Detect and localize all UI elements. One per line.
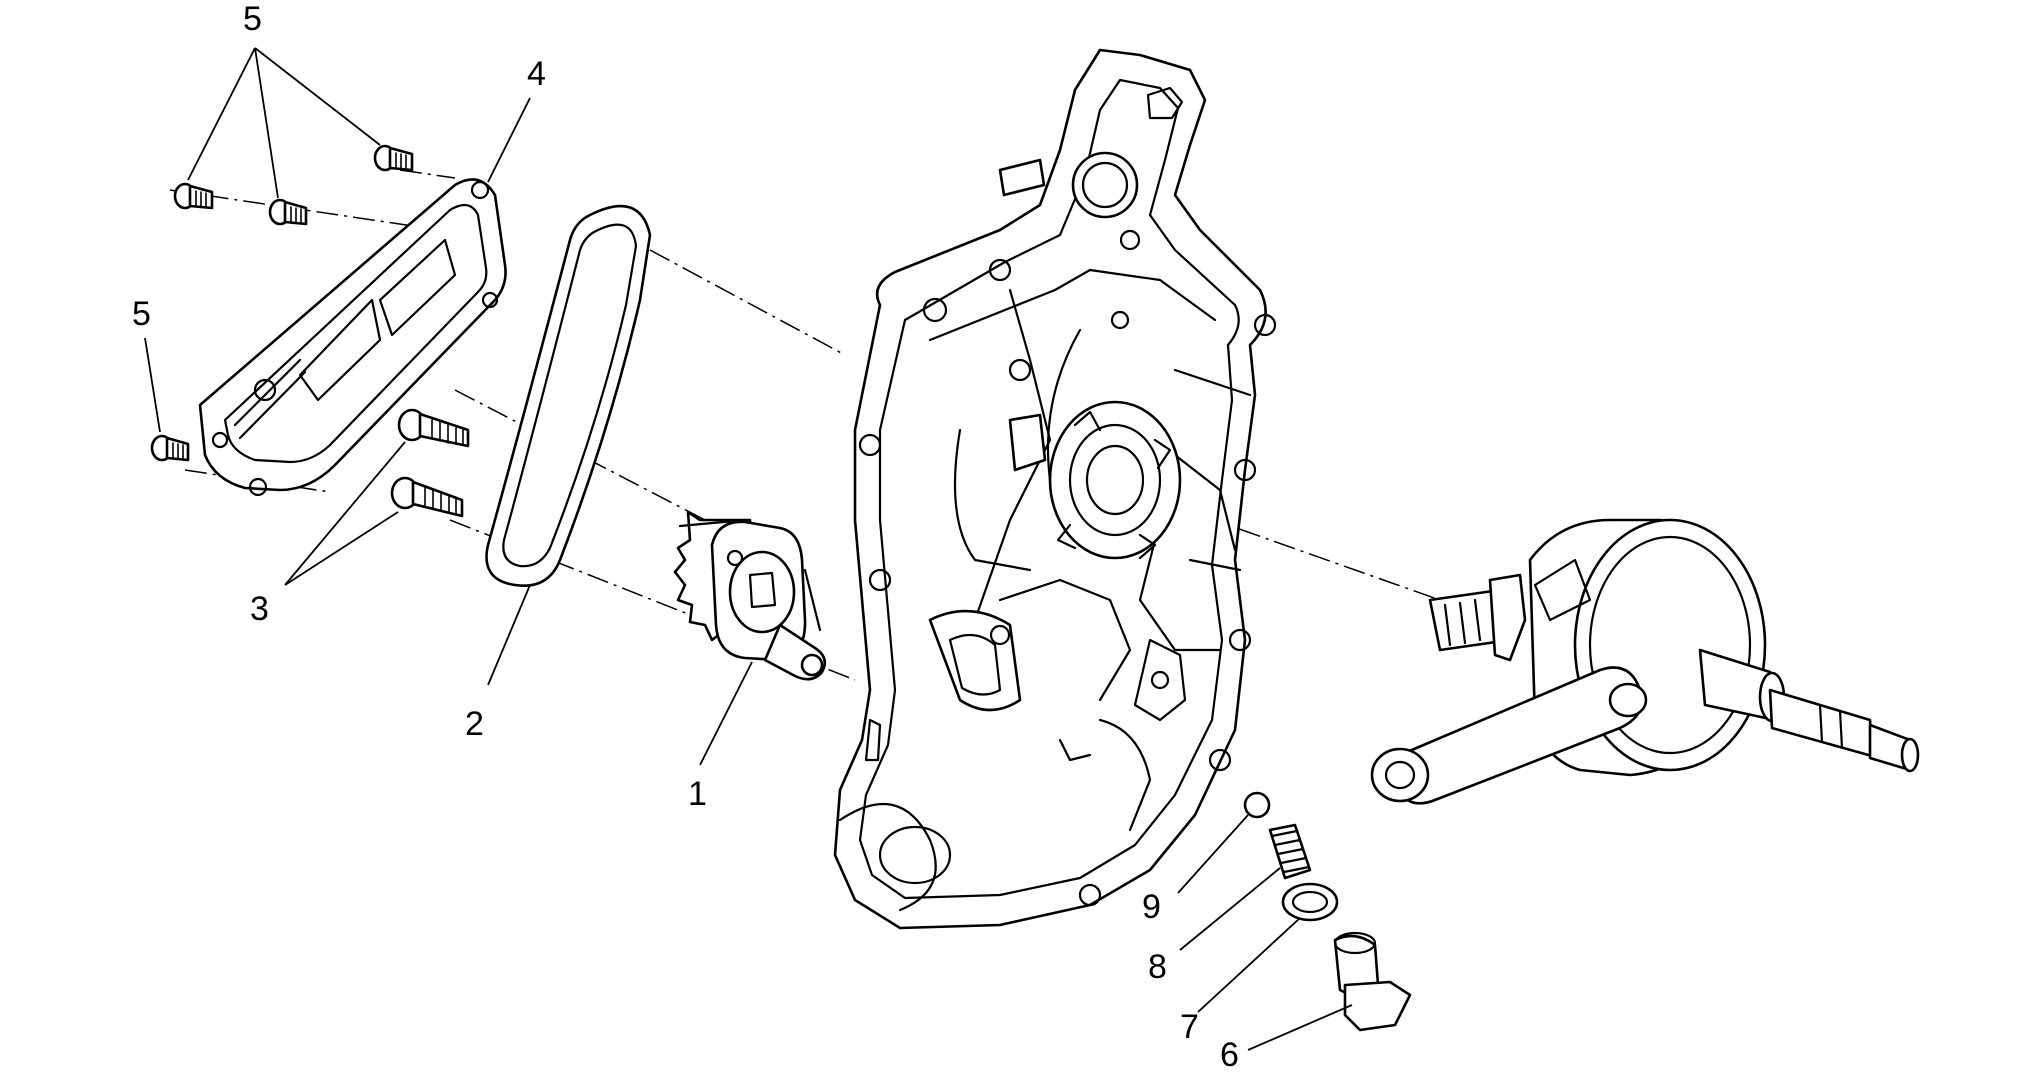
callout-2: 2 — [465, 705, 484, 743]
drive-chain — [485, 204, 652, 588]
callout-7: 7 — [1180, 1008, 1199, 1046]
callout-6: 6 — [1220, 1036, 1239, 1067]
bolt-upper — [397, 408, 470, 448]
screw-left — [150, 434, 190, 462]
screw-top-left — [173, 182, 214, 210]
callout-3: 3 — [250, 590, 269, 628]
callout-5-top: 5 — [243, 0, 262, 38]
washer — [1281, 882, 1339, 922]
ball — [1243, 791, 1271, 819]
screw-top-right — [373, 144, 414, 172]
callout-8: 8 — [1148, 948, 1167, 986]
callout-5-left: 5 — [132, 295, 151, 333]
callout-1: 1 — [688, 775, 707, 813]
callout-4: 4 — [527, 55, 546, 93]
spring — [1268, 823, 1312, 880]
crankshaft — [1370, 518, 1920, 805]
screw-top-middle — [268, 198, 308, 226]
plug-screw — [1333, 931, 1412, 1032]
oil-pump — [673, 510, 827, 681]
callout-9: 9 — [1142, 888, 1161, 926]
crankcase — [833, 48, 1277, 930]
bolt-lower — [390, 476, 464, 518]
leader-lines — [144, 47, 1353, 1051]
pump-cover-plate — [198, 178, 507, 497]
callouts: 5 4 5 3 2 1 9 8 7 6 — [132, 0, 1239, 1072]
